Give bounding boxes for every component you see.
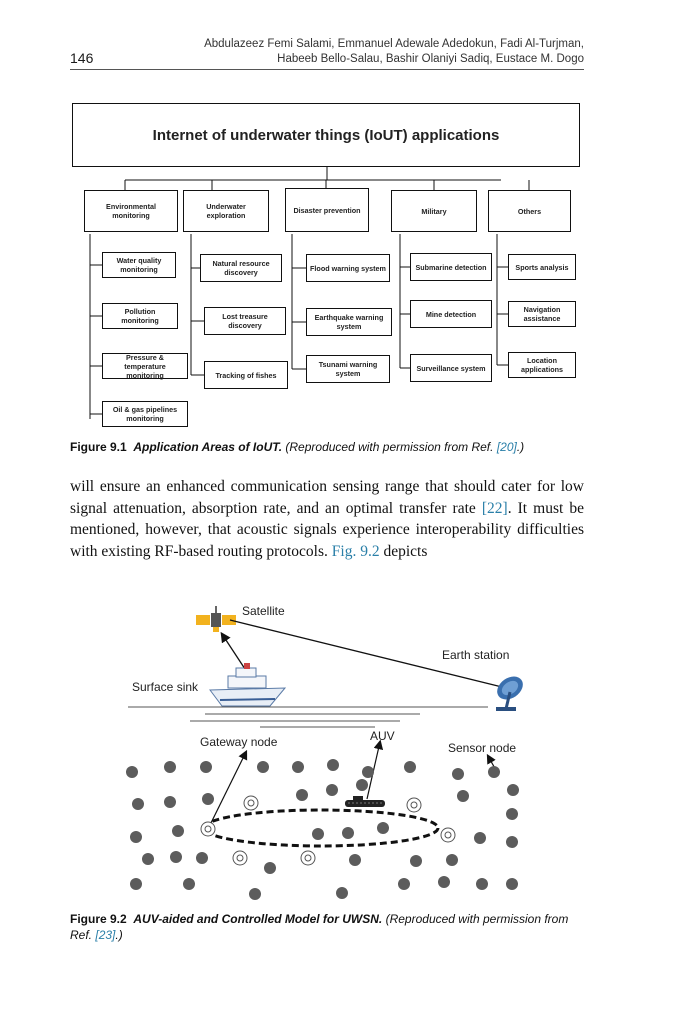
item-navigation-assistance: Navigation assistance (508, 301, 576, 327)
caption-ref-link[interactable]: [20] (496, 440, 517, 454)
figure-9-1-tree-diagram: Internet of underwater things (IoUT) app… (70, 100, 584, 435)
item-pressure-temperature-monitoring: Pressure & temperature monitoring (102, 353, 188, 380)
earth-station-dish-icon (496, 676, 523, 711)
item-oil-gas-pipelines-monitoring: Oil & gas pipelines monitoring (102, 401, 188, 427)
figure-9-1-caption: Figure 9.1 Application Areas of IoUT. (R… (70, 439, 584, 455)
caption-text: (Reproduced with permission from Ref. (285, 440, 494, 454)
label-sensor-node: Sensor node (448, 741, 516, 755)
item-mine-detection: Mine detection (410, 300, 492, 328)
item-water-quality-monitoring: Water quality monitoring (102, 252, 176, 278)
caption2-label: Figure 9.2 (70, 912, 127, 926)
sensor-nodes (126, 759, 519, 900)
category-disaster-prevention: Disaster prevention (285, 188, 369, 232)
item-submarine-detection: Submarine detection (410, 253, 492, 281)
sea-surface-lines (128, 706, 488, 728)
caption2-text: (Reproduced with permission from Ref. (70, 912, 569, 942)
satellite-icon (196, 606, 236, 632)
figure-9-2-uwsn-diagram: Satellite Earth station Surface sink (70, 592, 584, 902)
figure-title-box: Internet of underwater things (IoUT) app… (72, 103, 580, 167)
caption-title: Application Areas of IoUT. (133, 440, 283, 454)
item-surveillance-system: Surveillance system (410, 354, 492, 382)
caption2-text-end: .) (115, 928, 123, 942)
uwsn-illustration: Satellite Earth station Surface sink (126, 604, 523, 900)
gateway-pointer-arrow (207, 749, 248, 830)
item-tracking-of-fishes: Tracking of fishes (204, 361, 288, 389)
caption2-ref-link[interactable]: [23] (95, 928, 116, 942)
running-header-authors-line2: Habeeb Bello-Salau, Bashir Olaniyi Sadiq… (277, 53, 584, 65)
caption-label: Figure 9.1 (70, 440, 127, 454)
auv-vehicle-icon (345, 796, 385, 807)
item-earthquake-warning-system: Earthquake warning system (306, 308, 392, 336)
satellite-earth-link (229, 619, 503, 688)
caption2-title: AUV-aided and Controlled Model for UWSN. (133, 912, 383, 926)
label-satellite: Satellite (242, 604, 285, 618)
item-sports-analysis: Sports analysis (508, 254, 576, 280)
label-earth-station: Earth station (442, 648, 509, 662)
sink-to-satellite-arrow (220, 631, 246, 670)
figure-9-2-caption: Figure 9.2 AUV-aided and Controlled Mode… (70, 911, 584, 943)
ref-22-link[interactable]: [22] (481, 499, 508, 517)
body-text-part3: depicts (383, 542, 428, 560)
label-surface-sink: Surface sink (132, 680, 199, 694)
item-natural-resource-discovery: Natural resource discovery (200, 254, 282, 282)
label-auv: AUV (370, 729, 395, 743)
item-location-applications: Location applications (508, 352, 576, 378)
surface-sink-ship-icon (209, 663, 287, 707)
body-paragraph: will ensure an enhanced communication se… (70, 476, 584, 562)
category-military: Military (391, 190, 477, 232)
category-environmental-monitoring: Environmental monitoring (84, 190, 178, 232)
fig-9-2-link[interactable]: Fig. 9.2 (331, 542, 380, 560)
tree-connectors (89, 167, 530, 419)
category-underwater-exploration: Underwater exploration (183, 190, 269, 232)
body-text-part2: . It must be mentioned, however, that ac… (70, 499, 585, 560)
item-flood-warning-system: Flood warning system (306, 254, 390, 282)
item-pollution-monitoring: Pollution monitoring (102, 303, 178, 329)
header-rule (70, 69, 584, 70)
label-gateway-node: Gateway node (200, 735, 278, 749)
item-lost-treasure-discovery: Lost treasure discovery (204, 307, 286, 335)
body-text-part1: will ensure an enhanced communication se… (70, 478, 584, 517)
auv-path (202, 808, 440, 848)
page-number: 146 (70, 50, 94, 66)
gateway-nodes (200, 795, 456, 866)
caption-text-end: .) (516, 440, 525, 454)
running-header-authors-line1: Abdulazeez Femi Salami, Emmanuel Adewale… (204, 38, 584, 50)
category-others: Others (488, 190, 571, 232)
item-tsunami-warning-system: Tsunami warning system (306, 355, 390, 383)
